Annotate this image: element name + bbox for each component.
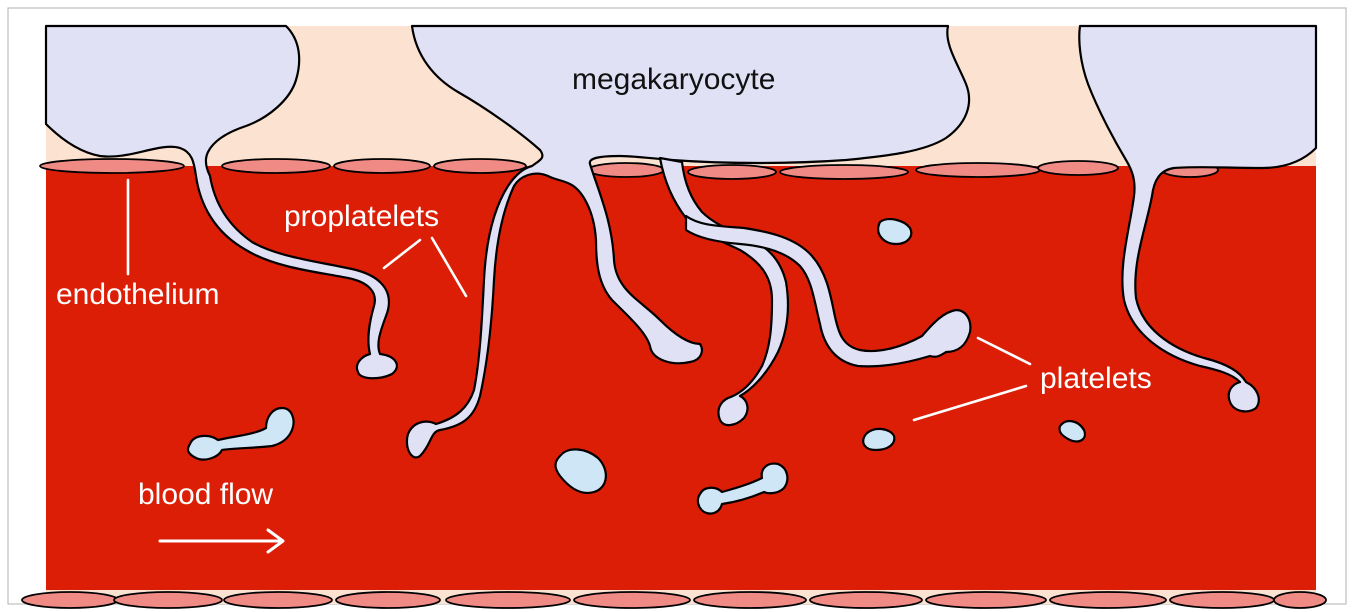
- endothelial-cell: [810, 592, 922, 608]
- endothelial-cell: [694, 592, 806, 608]
- endothelial-cell: [22, 592, 118, 608]
- endothelial-cell: [1038, 161, 1118, 175]
- megakaryocyte-label: megakaryocyte: [572, 63, 775, 96]
- platelet: [863, 429, 894, 450]
- endothelium-label: endothelium: [56, 278, 219, 311]
- endothelial-cell: [446, 592, 570, 608]
- endothelial-cell: [688, 165, 776, 179]
- endothelial-cell: [334, 159, 430, 173]
- proplatelets-label: proplatelets: [284, 200, 439, 233]
- endothelial-cell: [336, 592, 440, 608]
- endothelial-cell: [780, 165, 908, 179]
- endothelial-cell: [916, 163, 1040, 177]
- endothelial-cell: [588, 163, 664, 177]
- platelets-label: platelets: [1040, 362, 1152, 395]
- endothelial-cell: [574, 592, 690, 608]
- endothelial-cell: [222, 159, 330, 173]
- endothelial-cell: [1170, 592, 1274, 608]
- endothelial-cell: [40, 159, 184, 173]
- endothelial-cell: [224, 592, 332, 608]
- endothelial-cell: [114, 592, 222, 608]
- blood-flow-label: blood flow: [138, 478, 273, 511]
- endothelial-cell: [926, 592, 1046, 608]
- endothelial-cell: [434, 159, 526, 173]
- endothelial-cell: [1050, 592, 1166, 608]
- endothelial-cell: [1274, 592, 1326, 608]
